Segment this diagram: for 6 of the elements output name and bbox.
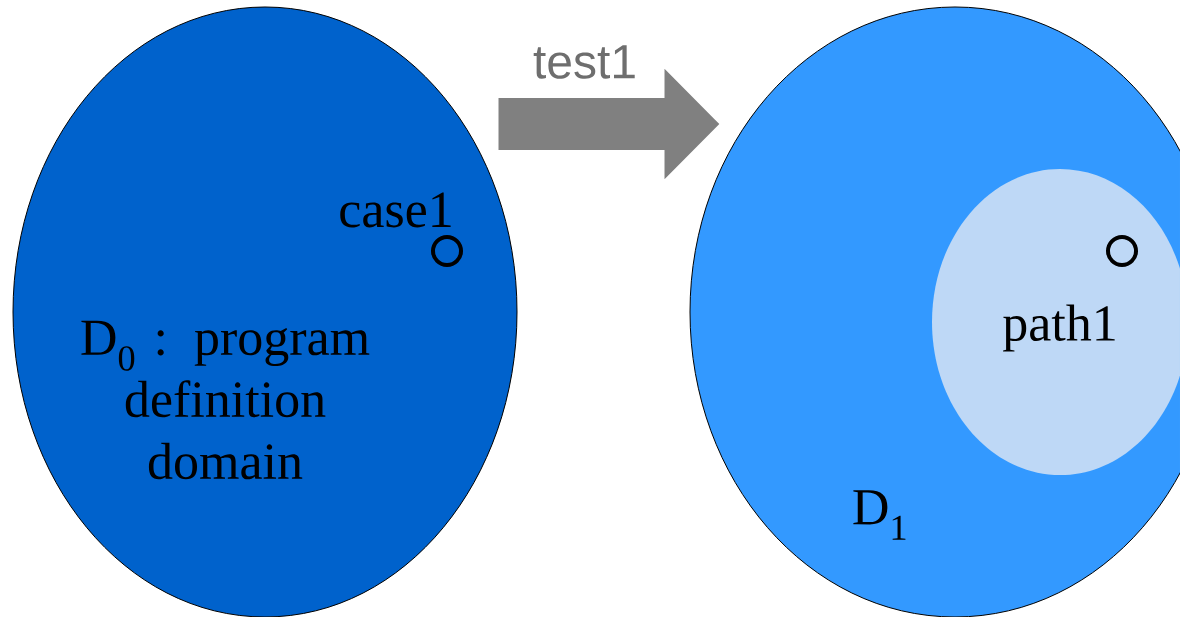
domain-label: D$_{0}$ : program definition domain bbox=[81, 320, 370, 480]
domain-label: D$_{1}$ bbox=[853, 490, 906, 540]
domain-label: path1 bbox=[1003, 304, 1115, 352]
edge-label: test1 bbox=[533, 45, 635, 79]
domain-label: case1 bbox=[340, 192, 451, 228]
small-circle bbox=[1106, 235, 1138, 267]
